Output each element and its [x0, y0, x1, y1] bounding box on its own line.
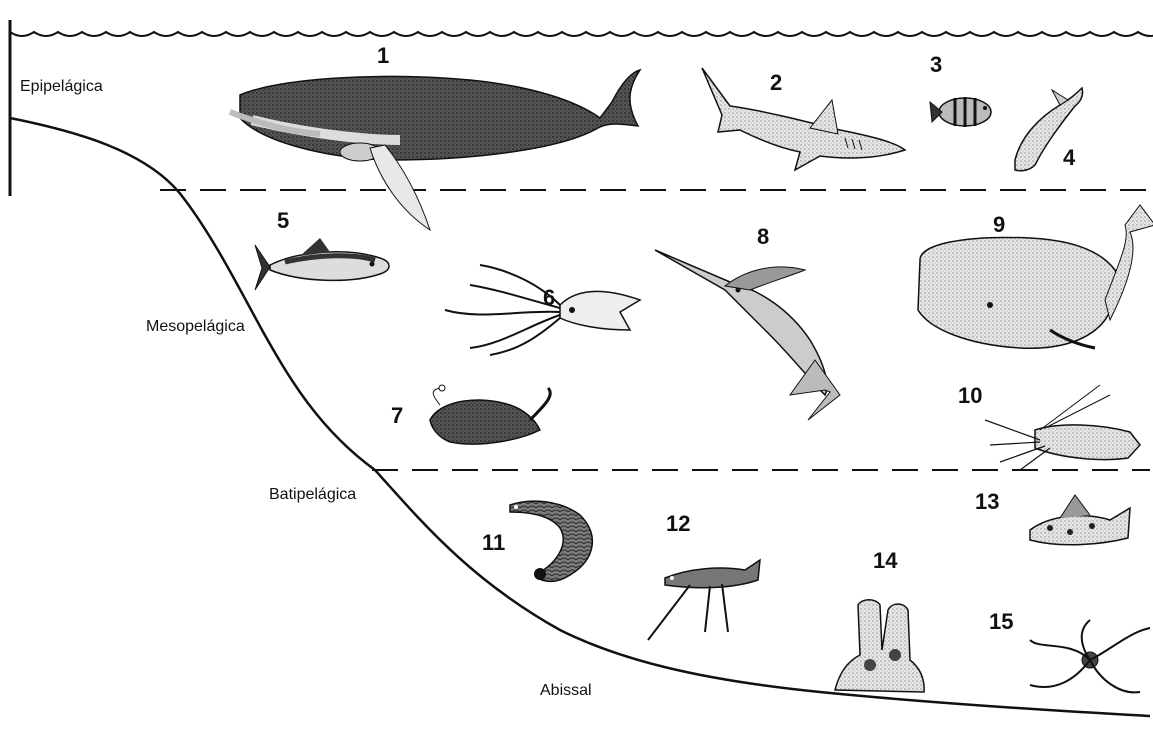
label-10: 10: [958, 383, 982, 408]
label-6: 6: [543, 285, 555, 310]
sperm-whale-icon: [918, 205, 1153, 348]
label-8: 8: [757, 224, 769, 249]
striped-fish-icon: [930, 97, 991, 127]
seafloor-profile: [10, 118, 1150, 716]
zone-label-abissal: Abissal: [540, 682, 592, 699]
eel-fish-icon: [510, 501, 592, 581]
anglerfish-icon: [430, 385, 550, 444]
label-4: 4: [1063, 145, 1076, 170]
label-7: 7: [391, 403, 403, 428]
label-12: 12: [666, 511, 690, 536]
water-surface: [10, 32, 1153, 36]
label-11: 11: [482, 530, 505, 555]
label-3: 3: [930, 52, 942, 77]
squid-icon: [445, 265, 640, 355]
zone-label-mesopelagica: Mesopelágica: [146, 318, 245, 335]
brittle-star-icon: [1030, 620, 1150, 692]
label-1: 1: [377, 43, 389, 68]
tuna-icon: [255, 238, 389, 290]
zone-label-epipelagica: Epipelágica: [20, 78, 103, 95]
humpback-whale-icon: [230, 70, 640, 230]
swordfish-icon: [655, 250, 840, 420]
label-13: 13: [975, 489, 999, 514]
shark-icon: [702, 68, 905, 170]
label-2: 2: [770, 70, 782, 95]
tripod-fish-icon: [648, 560, 760, 640]
label-14: 14: [873, 548, 898, 573]
sponge-icon: [835, 600, 924, 692]
lobster-icon: [985, 385, 1140, 470]
spotted-fish-icon: [1030, 495, 1130, 545]
label-9: 9: [993, 212, 1005, 237]
label-5: 5: [277, 208, 289, 233]
label-15: 15: [989, 609, 1013, 634]
zone-label-batipelagica: Batipelágica: [269, 486, 356, 503]
